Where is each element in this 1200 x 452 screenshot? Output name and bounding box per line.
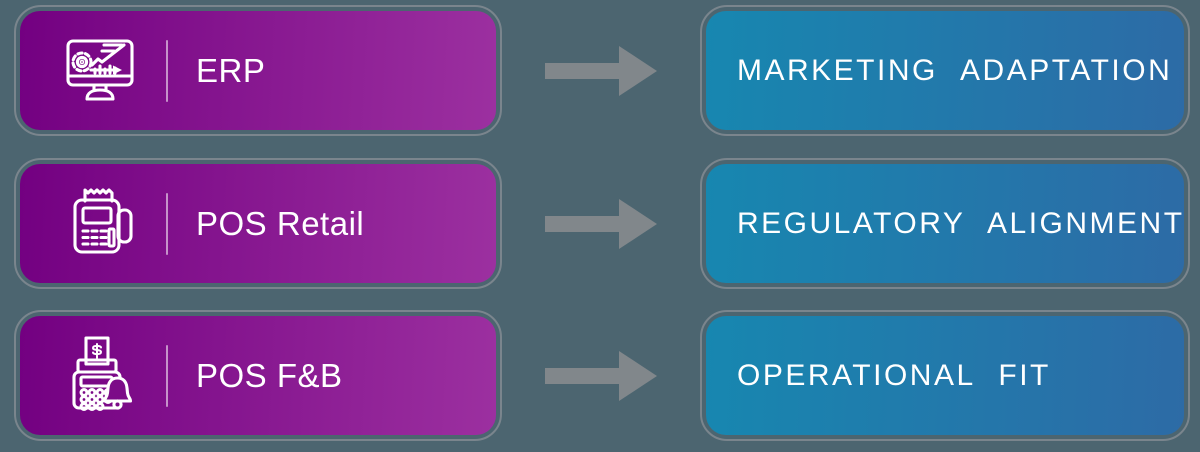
- target-box-operational: OPERATIONAL FIT: [700, 310, 1190, 441]
- target-label: MARKETING ADAPTATION: [737, 53, 1173, 87]
- target-box-marketing: MARKETING ADAPTATION: [700, 5, 1190, 136]
- mapping-row-pos-fnb: POS F&B OPERATIONAL FIT: [14, 310, 1190, 441]
- mapping-row-erp: ERP MARKETING ADAPTATION: [14, 5, 1190, 136]
- source-box-pos-retail: POS Retail: [14, 158, 502, 289]
- target-label: REGULATORY ALIGNMENT: [737, 206, 1185, 240]
- source-box-erp: ERP: [14, 5, 502, 136]
- divider: [166, 344, 168, 407]
- target-box-regulatory: REGULATORY ALIGNMENT: [700, 158, 1190, 289]
- mapping-row-pos-retail: POS Retail REGULATORY ALIGNMENT: [14, 158, 1190, 289]
- source-label: POS F&B: [196, 356, 343, 394]
- right-arrow-icon: [502, 198, 700, 250]
- pos-card-terminal-icon: [58, 182, 142, 266]
- target-label: OPERATIONAL FIT: [737, 358, 1051, 392]
- source-label: POS Retail: [196, 204, 365, 242]
- pos-register-bell-icon: [58, 334, 142, 418]
- source-label: ERP: [196, 51, 266, 89]
- divider: [166, 192, 168, 255]
- divider: [166, 39, 168, 102]
- source-box-pos-fnb: POS F&B: [14, 310, 502, 441]
- right-arrow-icon: [502, 350, 700, 402]
- right-arrow-icon: [502, 45, 700, 97]
- erp-analytics-monitor-icon: [58, 29, 142, 113]
